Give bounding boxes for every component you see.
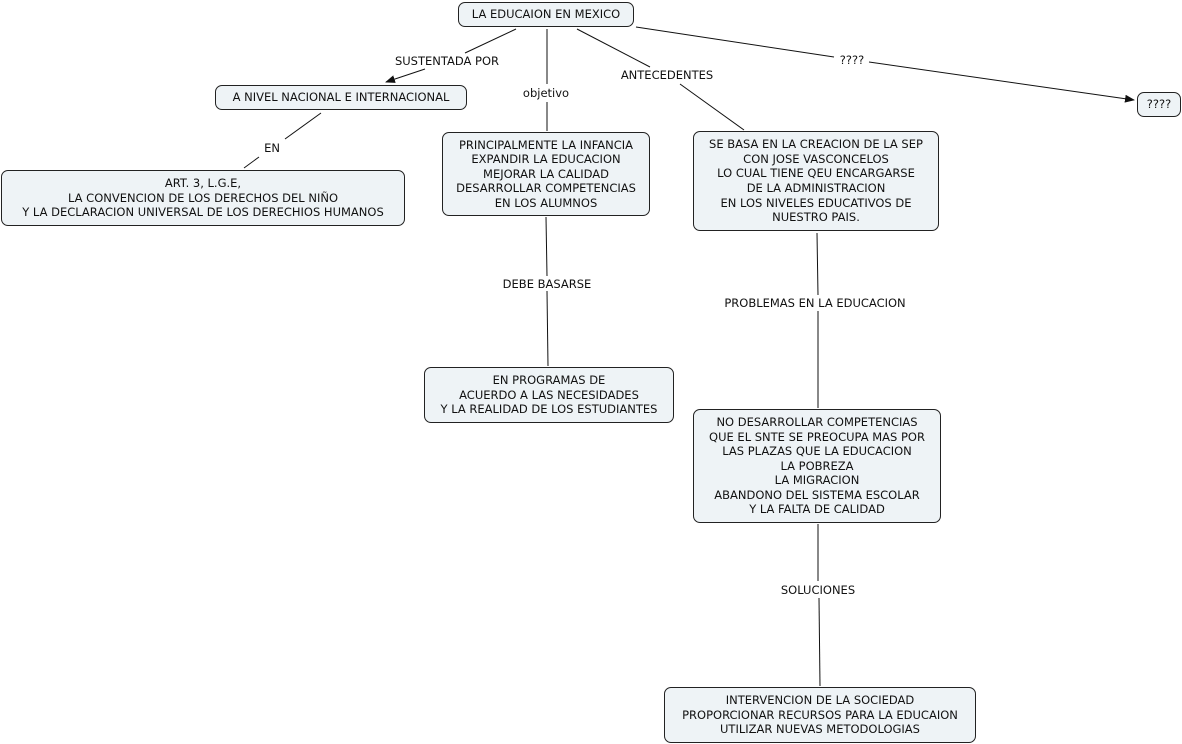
node-text: ABANDONO DEL SISTEMA ESCOLAR xyxy=(714,487,920,502)
concept-node-root[interactable]: LA EDUCAION EN MEXICO xyxy=(458,2,634,27)
node-text: QUE EL SNTE SE PREOCUPA MAS POR xyxy=(709,429,925,444)
concept-node-soluciones[interactable]: INTERVENCION DE LA SOCIEDAD PROPORCIONAR… xyxy=(664,687,976,743)
link-line-unknown-bottom xyxy=(868,61,1135,103)
concept-node-programas[interactable]: EN PROGRAMAS DE ACUERDO A LAS NECESIDADE… xyxy=(424,367,674,423)
link-line-en-bottom xyxy=(243,156,260,169)
node-text: ART. 3, L.G.E, xyxy=(164,176,242,191)
node-text: CON JOSE VASCONCELOS xyxy=(743,151,889,166)
concept-node-unknown[interactable]: ???? xyxy=(1137,92,1181,117)
node-text: Y LA DECLARACION UNIVERSAL DE LOS DERECH… xyxy=(22,205,384,220)
link-line-antecedentes-bottom xyxy=(679,83,745,131)
node-text: ???? xyxy=(1146,97,1172,112)
concept-node-nivel[interactable]: A NIVEL NACIONAL E INTERNACIONAL xyxy=(215,85,467,110)
link-label-en[interactable]: EN xyxy=(262,141,282,155)
node-text: LAS PLAZAS QUE LA EDUCACION xyxy=(722,444,912,459)
node-text: MEJORAR LA CALIDAD xyxy=(483,166,609,181)
node-text: DE LA ADMINISTRACION xyxy=(746,181,886,195)
link-line-debe-top xyxy=(545,216,548,277)
concept-node-objetivos[interactable]: PRINCIPALMENTE LA INFANCIA EXPANDIR LA E… xyxy=(442,132,650,216)
node-text: EN PROGRAMAS DE xyxy=(492,373,606,388)
node-text: EN LOS NIVELES EDUCATIVOS DE xyxy=(720,195,912,210)
node-text: PROPORCIONAR RECURSOS PARA LA EDUCAION xyxy=(682,707,958,722)
link-line-en-top xyxy=(284,112,322,140)
node-text: INTERVENCION DE LA SOCIEDAD xyxy=(725,693,915,708)
node-text: EXPANDIR LA EDUCACION xyxy=(471,152,621,167)
link-label-antecedentes[interactable]: ANTECEDENTES xyxy=(618,68,716,82)
node-text: LA EDUCAION EN MEXICO xyxy=(471,7,621,22)
concept-node-problemas[interactable]: NO DESARROLLAR COMPETENCIAS QUE EL SNTE … xyxy=(693,409,941,523)
link-line-antecedentes-top xyxy=(576,28,651,68)
link-label-objetivo[interactable]: objetivo xyxy=(520,86,572,100)
node-text: LA CONVENCION DE LOS DERECHOS DEL NIÑO xyxy=(67,190,339,205)
concept-node-leyes[interactable]: ART. 3, L.G.E, LA CONVENCION DE LOS DERE… xyxy=(1,170,405,226)
link-label-unknown[interactable]: ???? xyxy=(837,53,867,67)
link-label-debe-basarse[interactable]: DEBE BASARSE xyxy=(500,277,594,291)
node-text: Y LA FALTA DE CALIDAD xyxy=(749,502,885,517)
node-text: DESARROLLAR COMPETENCIAS xyxy=(456,181,636,196)
node-text: LA MIGRACION xyxy=(774,473,860,488)
node-text: NO DESARROLLAR COMPETENCIAS xyxy=(716,414,918,429)
node-text: NUESTRO PAIS. xyxy=(772,210,860,225)
link-label-soluciones[interactable]: SOLUCIONES xyxy=(778,583,858,597)
node-text: Y LA REALIDAD DE LOS ESTUDIANTES xyxy=(440,402,658,417)
link-line-problemas-top xyxy=(816,232,819,296)
link-line-sustentada-bottom xyxy=(385,68,426,83)
node-text: SE BASA EN LA CREACION DE LA SEP xyxy=(709,137,923,152)
link-line-sustentada-top xyxy=(464,28,517,54)
link-label-problemas[interactable]: PROBLEMAS EN LA EDUCACION xyxy=(722,296,908,310)
node-text: EN LOS ALUMNOS xyxy=(494,195,598,210)
node-text: UTILIZAR NUEVAS METODOLOGIAS xyxy=(720,722,920,737)
node-text: A NIVEL NACIONAL E INTERNACIONAL xyxy=(232,90,450,105)
concept-node-sep[interactable]: SE BASA EN LA CREACION DE LA SEP CON JOS… xyxy=(693,131,939,231)
node-text: PRINCIPALMENTE LA INFANCIA xyxy=(458,137,634,152)
link-line-soluciones-bottom xyxy=(818,597,821,687)
link-label-sustentada[interactable]: SUSTENTADA POR xyxy=(392,54,502,68)
node-text: LA POBREZA xyxy=(780,458,854,473)
node-text: ACUERDO A LAS NECESIDADES xyxy=(459,387,639,402)
node-text: LO CUAL TIENE QEU ENCARGARSE xyxy=(717,166,915,181)
link-line-unknown-top xyxy=(635,26,835,58)
link-line-debe-bottom xyxy=(546,290,549,367)
